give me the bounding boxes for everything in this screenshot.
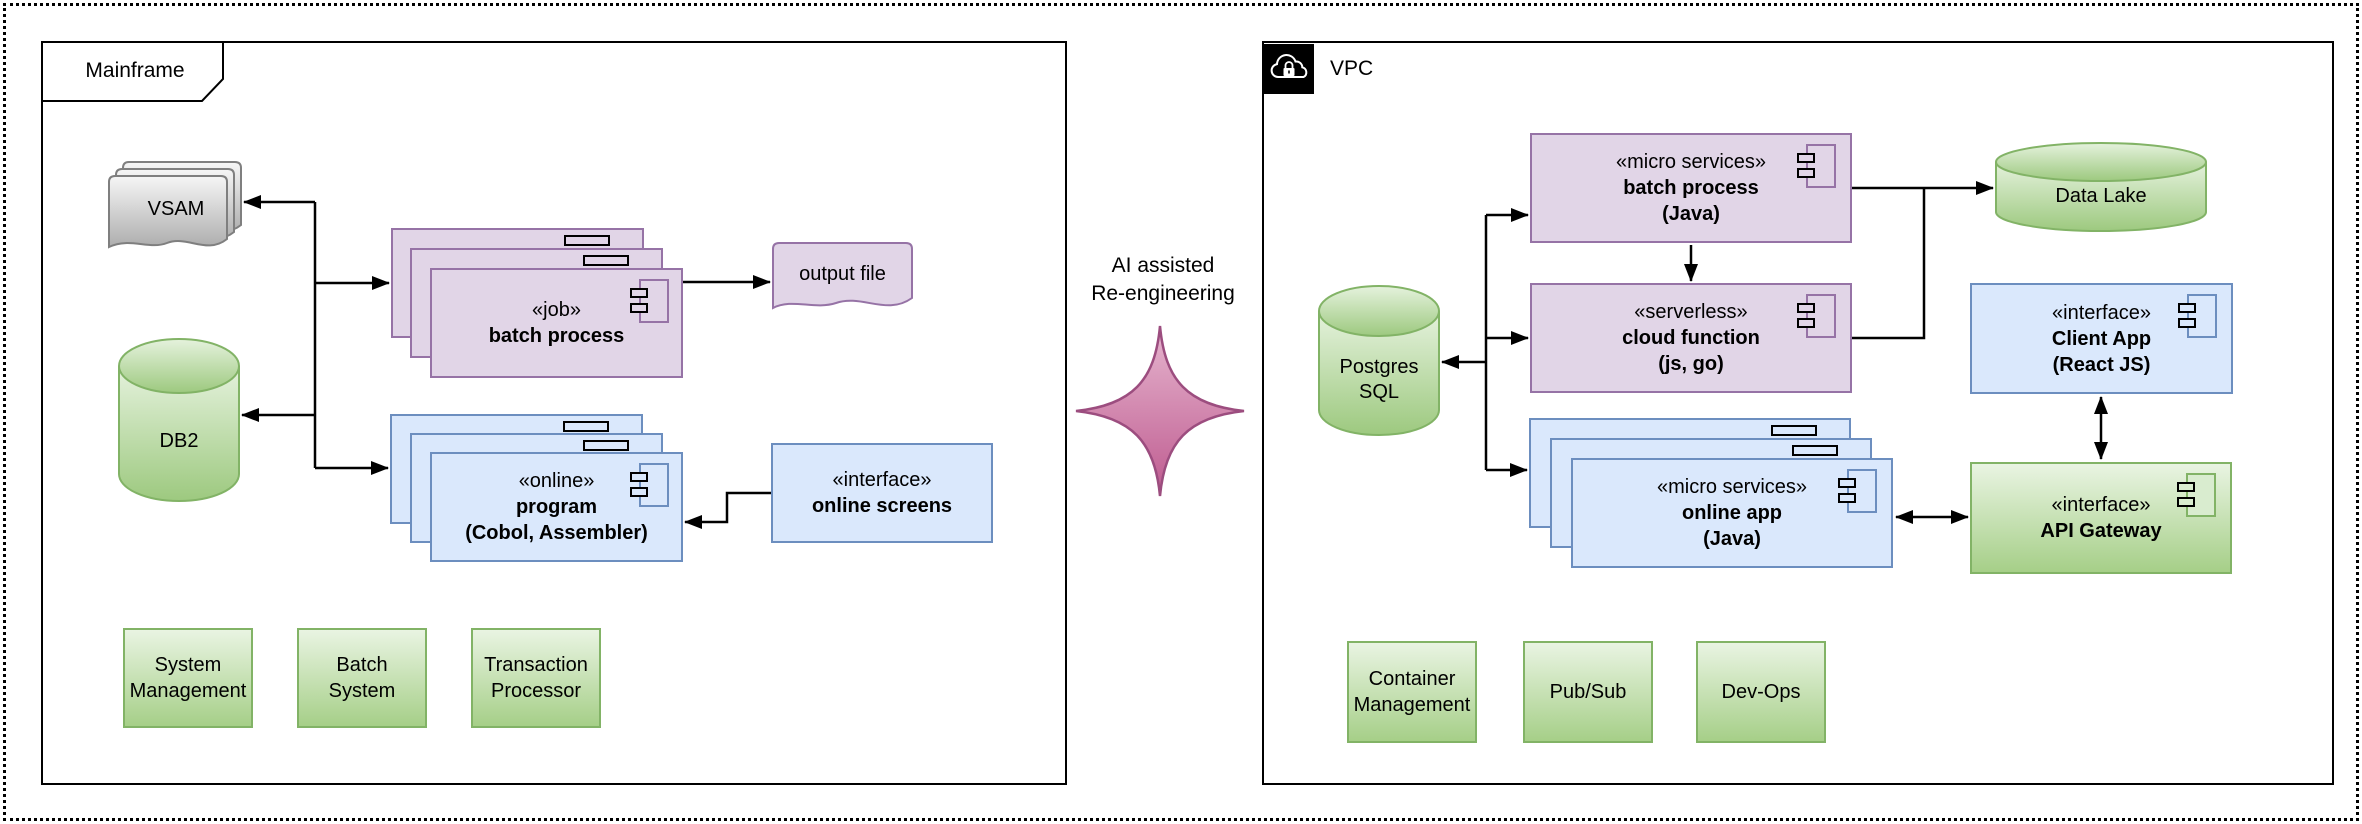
component-icon-fragment <box>564 235 610 246</box>
node-name: cloud function <box>1622 327 1760 349</box>
vpc-api-gateway: «interface» API Gateway <box>1970 462 2232 574</box>
batch-process-job-stack: «job» batch process <box>391 228 683 378</box>
node-tech: (React JS) <box>2052 353 2151 376</box>
component-icon <box>1797 144 1836 188</box>
component-icon <box>2177 473 2216 517</box>
stereotype-label: «interface» <box>832 469 932 491</box>
stereotype-label: «micro services» <box>1615 151 1767 173</box>
stereotype-label: «micro services» <box>1656 476 1808 498</box>
component-icon-fragment <box>583 255 629 266</box>
node-tech: (Cobol, Assembler) <box>465 522 648 544</box>
node-name: API Gateway <box>2040 520 2162 542</box>
output-file-shape: output file <box>772 242 913 320</box>
stack-box-front: «job» batch process <box>430 268 683 378</box>
service-box-dev-ops: Dev-Ops <box>1696 641 1826 743</box>
mainframe-frame-label: Mainframe <box>85 59 185 82</box>
service-label: Container Management <box>1353 668 1471 716</box>
component-icon <box>2178 294 2217 338</box>
stereotype-label: «interface» <box>2051 494 2151 516</box>
data-lake-label: Data Lake <box>2055 184 2147 207</box>
program-online-stack: «online» program (Cobol, Assembler) <box>390 414 683 564</box>
service-box-container-management: Container Management <box>1347 641 1477 743</box>
db2-database: DB2 <box>118 338 240 503</box>
node-name: program <box>515 496 598 518</box>
data-lake-datastore: Data Lake <box>1995 142 2207 233</box>
db2-label: DB2 <box>159 429 199 452</box>
transition-title-line2: Re-engineering <box>1091 282 1235 305</box>
service-box-transaction-processor: Transaction Processor <box>471 628 601 728</box>
online-screens-interface: «interface» online screens <box>771 443 993 543</box>
component-icon-fragment <box>1792 445 1838 456</box>
vpc-frame-label: VPC <box>1330 57 1374 80</box>
output-file-label: output file <box>799 262 886 285</box>
component-icon-fragment <box>1771 425 1817 436</box>
node-tech: (Java) <box>1662 203 1720 225</box>
node-tech: (Java) <box>1703 528 1761 550</box>
component-icon <box>1838 469 1877 513</box>
cloud-lock-icon <box>1264 44 1314 94</box>
vsam-label: VSAM <box>147 197 205 220</box>
stereotype-label: «online» <box>518 470 595 492</box>
postgres-label: Postgres SQL <box>1339 356 1419 403</box>
component-icon <box>1797 294 1836 338</box>
component-icon-fragment <box>583 440 629 451</box>
service-label: Transaction Processor <box>484 654 588 702</box>
component-icon-fragment <box>563 421 609 432</box>
service-label: Pub/Sub <box>1549 681 1627 703</box>
node-name: batch process <box>1623 177 1759 199</box>
vpc-cloud-function: «serverless» cloud function (js, go) <box>1530 283 1852 393</box>
vpc-client-app: «interface» Client App (React JS) <box>1970 283 2233 394</box>
vpc-online-app-stack: «micro services» online app (Java) <box>1529 418 1893 568</box>
mainframe-frame-tab <box>42 42 224 102</box>
node-name: Client App <box>2051 327 2152 350</box>
vsam-datastore: VSAM <box>108 161 244 263</box>
stack-box-front: «micro services» online app (Java) <box>1571 458 1893 568</box>
stereotype-label: «interface» <box>2052 301 2151 324</box>
component-icon <box>630 463 669 507</box>
node-name: batch process <box>488 325 625 347</box>
vpc-batch-process: «micro services» batch process (Java) <box>1530 133 1852 243</box>
component-icon <box>630 279 669 323</box>
service-box-pub-sub: Pub/Sub <box>1523 641 1653 743</box>
stack-box-front: «online» program (Cobol, Assembler) <box>430 452 683 562</box>
postgres-database: Postgres SQL <box>1318 285 1440 437</box>
service-box-batch-system: Batch System <box>297 628 427 728</box>
service-box-system-management: System Management <box>123 628 253 728</box>
transition-title: AI assisted Re-engineering <box>1053 252 1273 308</box>
service-label: System Management <box>129 654 247 702</box>
service-label: Dev-Ops <box>1721 681 1801 703</box>
sparkle-icon <box>1074 324 1246 498</box>
transition-title-line1: AI assisted <box>1111 254 1215 277</box>
node-name: online app <box>1682 502 1782 524</box>
vsam-doc-front <box>108 175 228 249</box>
service-label: Batch System <box>328 654 396 702</box>
stereotype-label: «serverless» <box>1634 301 1748 323</box>
stereotype-label: «job» <box>532 299 581 321</box>
node-tech: (js, go) <box>1658 353 1724 375</box>
node-name: online screens <box>811 495 953 517</box>
